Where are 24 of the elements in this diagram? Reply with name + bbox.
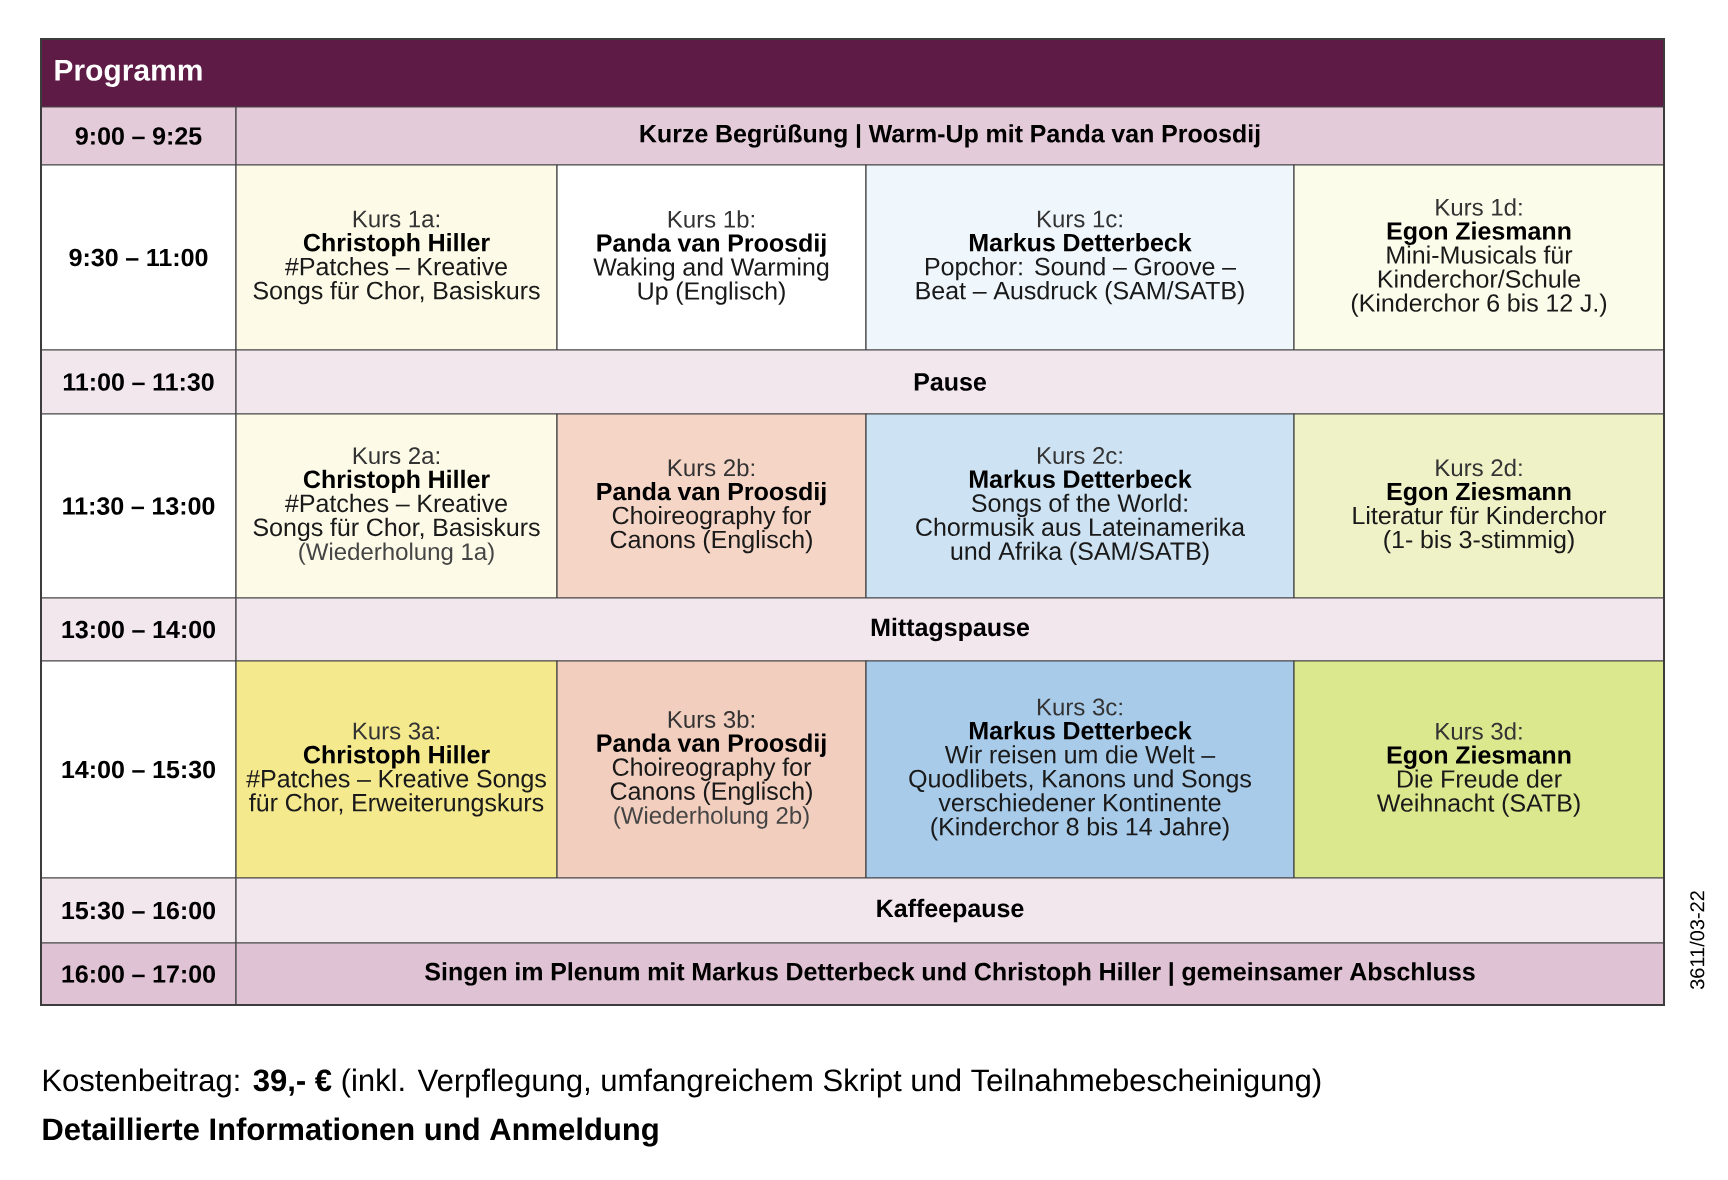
time-cell: 9:00 – 9:25 — [40, 106, 237, 166]
course-cell: Kurs 2a: Christoph Hiller #Patches – Kreative Songs für Chor, Basiskurs (Wiederholung 1a) — [235, 413, 558, 599]
time-cell: 9:30 – 11:00 — [40, 164, 237, 351]
course-cell: Kurs 3a: Christoph Hiller #Patches – Kreative Songs für Chor, Erweiterungskurs — [235, 660, 558, 879]
course-cell: Kurs 1a: Christoph Hiller #Patches – Kreative Songs für Chor, Basiskurs — [235, 164, 558, 351]
time-cell: 14:00 – 15:30 — [40, 660, 237, 879]
time-cell: 11:00 – 11:30 — [40, 349, 237, 415]
print-code: 3611/03-22 — [1689, 891, 1705, 990]
course-cell: Kurs 1d: Egon Ziesmann Mini-Musicals für Kinderchor/Schule (Kinderchor 6 bis 12 J.) — [1293, 164, 1665, 351]
course-cell: Kurs 1c: Markus Detterbeck Popchor: Sound – Groove – Beat – Ausdruck (SAM/SATB) — [865, 164, 1295, 351]
time-cell: 16:00 – 17:00 — [40, 942, 237, 1006]
course-cell: Kurs 1b: Panda van Proosdij Waking and Warming Up (Englisch) — [556, 164, 867, 351]
course-cell: Kurs 3b: Panda van Proosdij Choireography for Canons (Englisch) (Wiederholung 2b) — [556, 660, 867, 879]
course-cell: Kurs 3d: Egon Ziesmann Die Freude der Weihnacht (SATB) — [1293, 660, 1665, 879]
price-note: Kostenbeitrag: 39,- € (inkl. Verpflegung, umfangreichem Skript und Teilnahmebescheinigung) — [43, 1068, 1321, 1098]
info-note: Detaillierte Informationen und Anmeldung — [43, 1117, 658, 1147]
table-header: Programm — [41, 39, 1665, 108]
time-cell: 13:00 – 14:00 — [40, 597, 237, 662]
time-cell: 11:30 – 13:00 — [40, 413, 237, 599]
course-cell: Kurs 2b: Panda van Proosdij Choireography for Canons (Englisch) — [556, 413, 867, 599]
course-cell: Kurs 2c: Markus Detterbeck Songs of the World: Chormusik aus Lateinamerika und Afrika (SAM/SATB) — [865, 413, 1295, 599]
course-cell: Kurs 3c: Markus Detterbeck Wir reisen um die Welt – Quodlibets, Kanons und Songs verschiedener Kontinente (Kinderchor 8 bis 14 Jahre) — [865, 660, 1295, 879]
course-cell: Kurs 2d: Egon Ziesmann Literatur für Kinderchor (1- bis 3-stimmig) — [1293, 413, 1665, 599]
time-cell: 15:30 – 16:00 — [40, 877, 237, 944]
